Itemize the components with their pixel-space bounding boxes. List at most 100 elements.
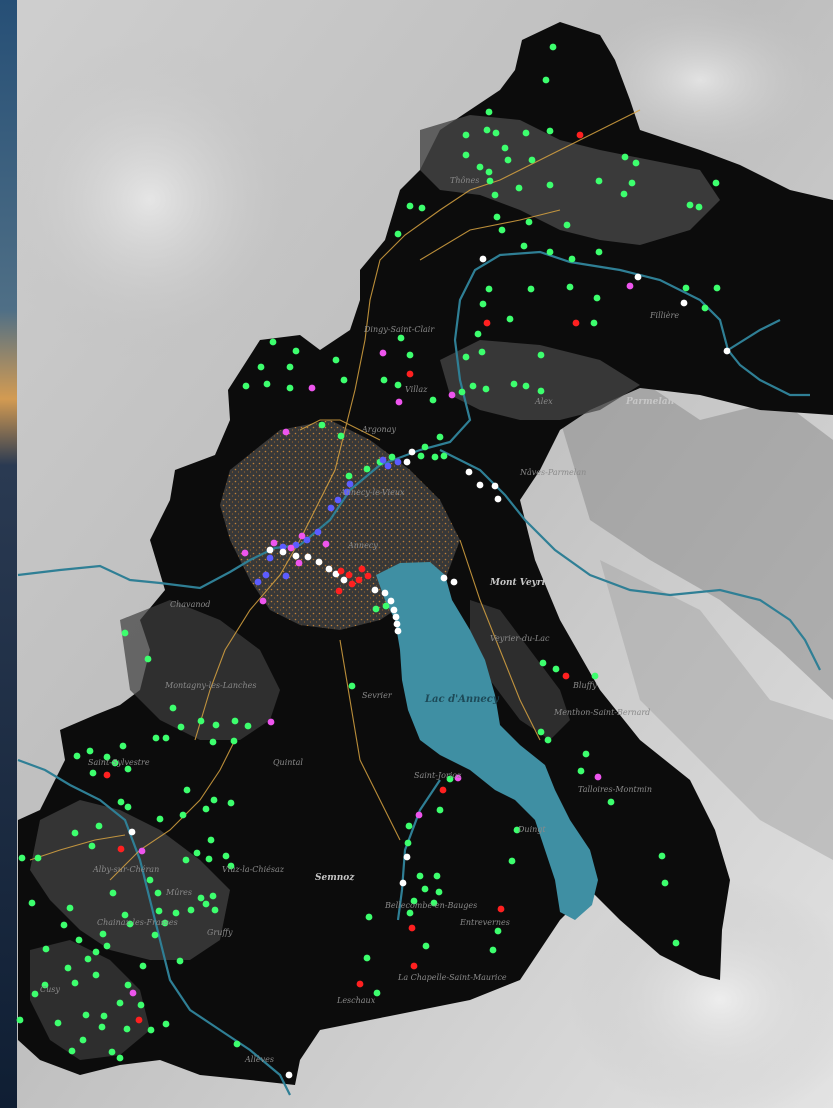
map-point-green[interactable]	[595, 248, 603, 256]
map-point-green[interactable]	[162, 734, 170, 742]
map-point-green[interactable]	[147, 1026, 155, 1034]
map-point-green[interactable]	[525, 218, 533, 226]
map-point-green[interactable]	[197, 717, 205, 725]
map-point-green[interactable]	[421, 443, 429, 451]
map-point-green[interactable]	[430, 899, 438, 907]
map-point-green[interactable]	[64, 964, 72, 972]
map-point-green[interactable]	[486, 177, 494, 185]
map-point-green[interactable]	[436, 806, 444, 814]
map-point-green[interactable]	[537, 351, 545, 359]
map-point-green[interactable]	[348, 682, 356, 690]
map-point-magenta[interactable]	[448, 391, 456, 399]
map-point-green[interactable]	[365, 913, 373, 921]
map-point-green[interactable]	[582, 750, 590, 758]
map-point-white[interactable]	[393, 620, 401, 628]
map-point-green[interactable]	[446, 775, 454, 783]
map-point-white[interactable]	[394, 627, 402, 635]
map-point-green[interactable]	[211, 906, 219, 914]
map-point-green[interactable]	[126, 920, 134, 928]
map-point-green[interactable]	[345, 472, 353, 480]
map-point-green[interactable]	[394, 230, 402, 238]
map-point-magenta[interactable]	[322, 540, 330, 548]
map-point-blue[interactable]	[343, 488, 351, 496]
map-point-green[interactable]	[193, 849, 201, 857]
map-point-white[interactable]	[332, 570, 340, 578]
map-point-green[interactable]	[489, 946, 497, 954]
map-point-green[interactable]	[34, 854, 42, 862]
map-point-white[interactable]	[479, 255, 487, 263]
map-point-green[interactable]	[183, 786, 191, 794]
map-point-green[interactable]	[590, 319, 598, 327]
map-point-green[interactable]	[103, 753, 111, 761]
map-point-green[interactable]	[244, 722, 252, 730]
map-point-red[interactable]	[135, 1016, 143, 1024]
map-point-green[interactable]	[394, 381, 402, 389]
map-point-green[interactable]	[491, 191, 499, 199]
map-point-white[interactable]	[340, 576, 348, 584]
map-point-green[interactable]	[230, 737, 238, 745]
map-point-red[interactable]	[335, 587, 343, 595]
map-point-green[interactable]	[161, 919, 169, 927]
map-point-green[interactable]	[179, 811, 187, 819]
map-point-magenta[interactable]	[241, 549, 249, 557]
map-point-green[interactable]	[510, 380, 518, 388]
map-point-green[interactable]	[139, 962, 147, 970]
map-point-green[interactable]	[137, 1001, 145, 1009]
map-point-green[interactable]	[152, 734, 160, 742]
map-point-blue[interactable]	[334, 496, 342, 504]
map-point-green[interactable]	[212, 721, 220, 729]
map-point-green[interactable]	[363, 465, 371, 473]
map-point-green[interactable]	[66, 904, 74, 912]
map-point-green[interactable]	[440, 452, 448, 460]
map-point-green[interactable]	[42, 945, 50, 953]
map-point-green[interactable]	[86, 747, 94, 755]
map-point-green[interactable]	[99, 930, 107, 938]
map-point-green[interactable]	[373, 989, 381, 997]
map-point-red[interactable]	[103, 771, 111, 779]
map-point-green[interactable]	[117, 798, 125, 806]
map-point-green[interactable]	[28, 899, 36, 907]
map-point-green[interactable]	[527, 285, 535, 293]
map-point-green[interactable]	[75, 936, 83, 944]
map-point-blue[interactable]	[262, 571, 270, 579]
map-point-green[interactable]	[88, 842, 96, 850]
map-point-green[interactable]	[257, 363, 265, 371]
map-point-red[interactable]	[497, 905, 505, 913]
map-point-green[interactable]	[60, 921, 68, 929]
map-point-green[interactable]	[421, 885, 429, 893]
map-point-blue[interactable]	[266, 554, 274, 562]
map-point-red[interactable]	[576, 131, 584, 139]
map-point-green[interactable]	[483, 126, 491, 134]
map-point-green[interactable]	[154, 889, 162, 897]
map-point-green[interactable]	[119, 742, 127, 750]
map-point-magenta[interactable]	[259, 597, 267, 605]
map-point-green[interactable]	[144, 655, 152, 663]
map-point-green[interactable]	[73, 752, 81, 760]
map-point-red[interactable]	[348, 580, 356, 588]
map-point-green[interactable]	[513, 826, 521, 834]
map-point-white[interactable]	[371, 586, 379, 594]
map-point-green[interactable]	[713, 284, 721, 292]
map-point-green[interactable]	[92, 971, 100, 979]
map-point-green[interactable]	[482, 385, 490, 393]
map-point-magenta[interactable]	[308, 384, 316, 392]
map-point-green[interactable]	[593, 294, 601, 302]
map-point-green[interactable]	[292, 347, 300, 355]
map-point-green[interactable]	[522, 382, 530, 390]
map-point-green[interactable]	[332, 356, 340, 364]
map-point-green[interactable]	[661, 879, 669, 887]
map-point-green[interactable]	[92, 948, 100, 956]
map-point-red[interactable]	[356, 980, 364, 988]
map-point-red[interactable]	[562, 672, 570, 680]
map-point-green[interactable]	[337, 432, 345, 440]
map-point-green[interactable]	[162, 1020, 170, 1028]
map-point-green[interactable]	[82, 1011, 90, 1019]
map-point-white[interactable]	[476, 481, 484, 489]
map-point-blue[interactable]	[254, 578, 262, 586]
map-point-green[interactable]	[462, 131, 470, 139]
map-point-magenta[interactable]	[379, 349, 387, 357]
map-point-green[interactable]	[89, 769, 97, 777]
map-point-green[interactable]	[469, 382, 477, 390]
map-point-green[interactable]	[406, 202, 414, 210]
